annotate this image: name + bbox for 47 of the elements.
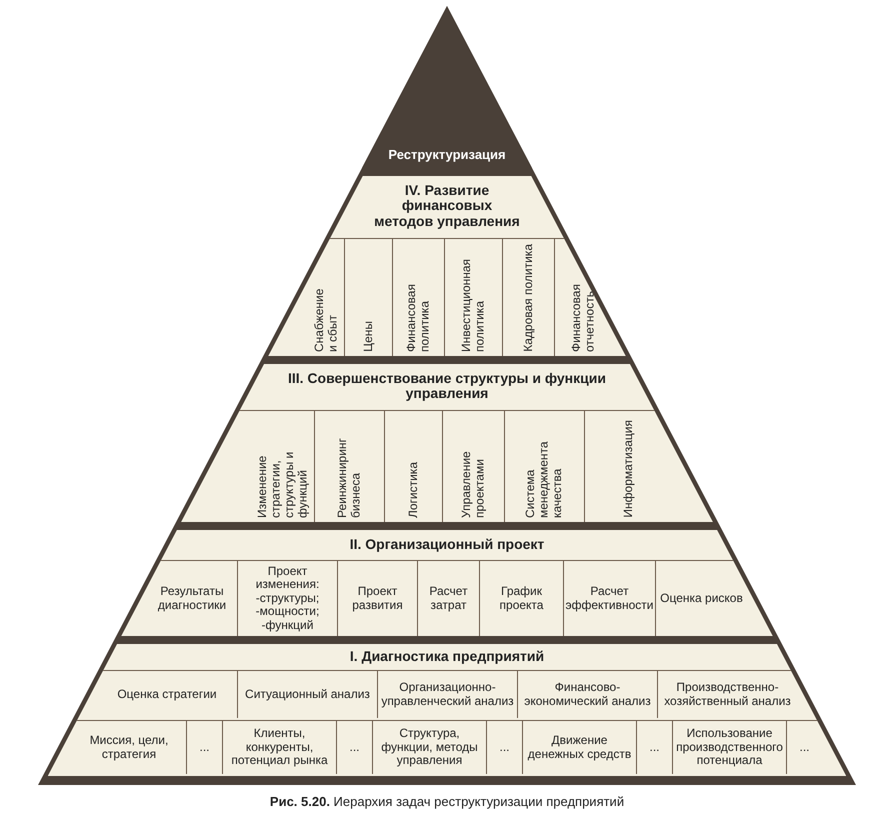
task-cell: Проект изменения: -структуры; -мощности; -функций	[237, 560, 337, 636]
task-cell: ...	[486, 720, 522, 774]
task-cell	[442, 410, 504, 522]
figure-caption: Рис. 5.20. Иерархия задач реструктуризации предприятий	[270, 794, 624, 809]
task-cell	[444, 238, 502, 356]
task-label: Финансовая политика	[405, 283, 432, 352]
task-cell: ...	[336, 720, 372, 774]
task-cell: Проект развития	[337, 560, 417, 636]
task-cell: ...	[636, 720, 672, 774]
tier-heading: IV. Развитие финансовых методов управления	[373, 183, 521, 229]
task-cell	[314, 410, 384, 522]
task-label: Инвестиционная политика	[460, 258, 487, 352]
tier-heading: III. Совершенствование структуры и функции управления	[286, 370, 607, 402]
task-label: Логистика	[406, 462, 420, 518]
task-cell	[504, 410, 584, 522]
task-cell: Результаты диагностики	[147, 560, 237, 636]
task-cell: ...	[786, 720, 822, 774]
task-cell: Организационно-управленческий анализ	[377, 670, 517, 718]
task-cell: Расчет затрат	[417, 560, 479, 636]
task-cell: Клиенты, конкуренты, потенциал рынка	[222, 720, 336, 774]
task-cell: Ситуационный анализ	[237, 670, 377, 718]
task-cell: Движение денежных средств	[522, 720, 636, 774]
task-label: Система менеджмента качества	[524, 440, 565, 518]
task-cell: Оценка рисков	[655, 560, 747, 636]
task-cell: Оценка стратегии	[97, 670, 237, 718]
task-cell: Структура, функции, методы управления	[372, 720, 486, 774]
task-label: Цены	[362, 321, 376, 352]
task-cell: График проекта	[479, 560, 563, 636]
task-cell: Расчет эффективности	[563, 560, 655, 636]
task-cell	[344, 238, 392, 356]
task-cell: ...	[186, 720, 222, 774]
task-cell	[392, 238, 444, 356]
task-cell: Использование производственного потенциала	[672, 720, 786, 774]
tier-heading: II. Организационный проект	[350, 537, 544, 553]
task-label: Финансовая отчетность	[570, 283, 597, 352]
task-label: Снабжение и сбыт	[313, 288, 340, 352]
task-cell	[502, 238, 554, 356]
task-cell: Производственно-хозяйственный анализ	[657, 670, 797, 718]
task-cell: Финансово-экономический анализ	[517, 670, 657, 718]
task-cell	[384, 410, 442, 522]
task-cell: Миссия, цели, стратегия	[72, 720, 186, 774]
task-label: Изменение стратегии, структуры и функций	[256, 450, 310, 518]
task-label: Реинжиниринг бизнеса	[336, 437, 363, 518]
task-label: Управление проектами	[460, 450, 487, 518]
task-label: Информатизация	[622, 420, 636, 518]
task-label: Кадровая политика	[522, 244, 536, 352]
tier-heading: I. Диагностика предприятий	[350, 649, 544, 665]
